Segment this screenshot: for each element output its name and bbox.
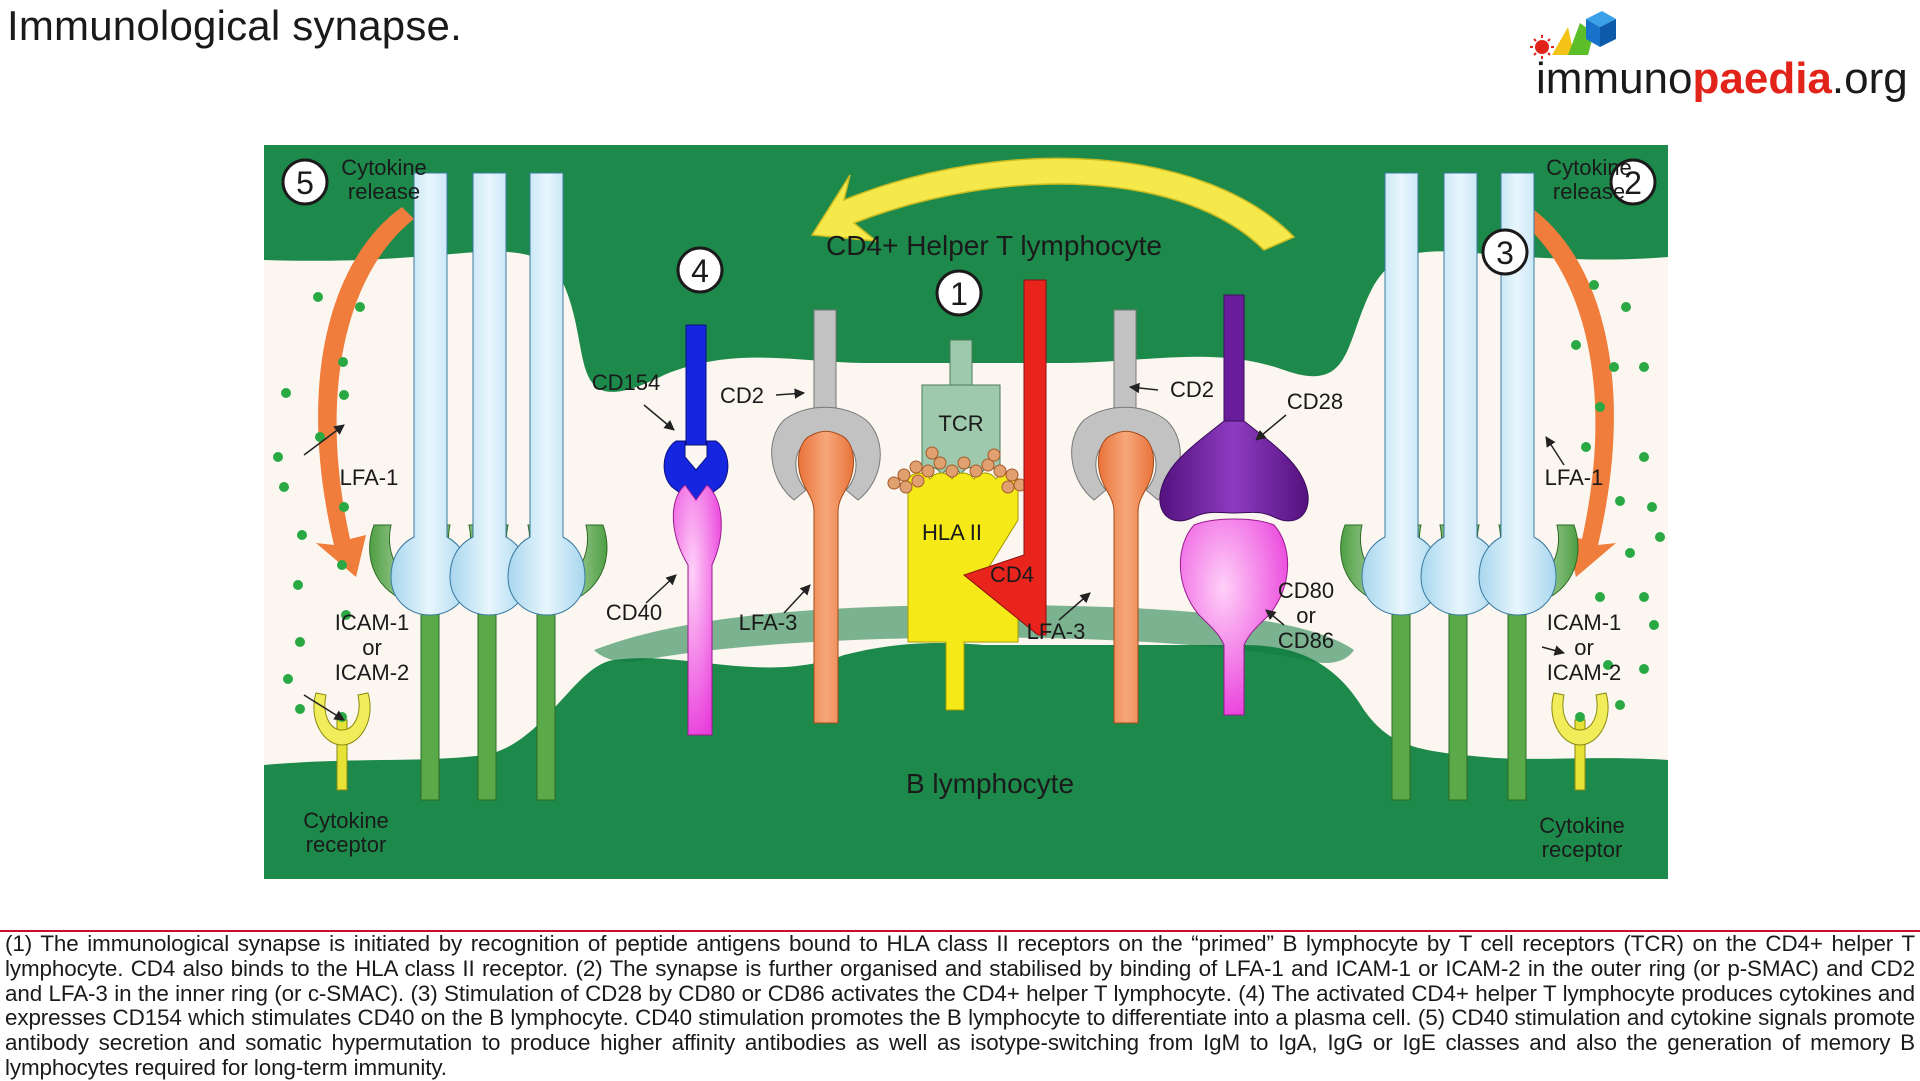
step-4-badge xyxy=(676,246,724,294)
immunopaedia-logo[interactable]: immunopaedia.org xyxy=(1510,5,1910,105)
cd40-label: CD40 xyxy=(606,600,662,625)
tcr-label: TCR xyxy=(938,411,983,436)
step-badges xyxy=(281,158,1657,317)
cytokine-release-left-label: Cytokine xyxy=(341,155,427,180)
lfa1-right xyxy=(1361,172,1557,616)
icam-left-or: or xyxy=(362,635,382,660)
logo-cubes-icon xyxy=(1530,11,1616,59)
step-3-badge xyxy=(1481,228,1529,276)
activation-arrow xyxy=(810,157,1296,251)
step-4-number: 4 xyxy=(691,253,709,289)
cytokine-arrow-right xyxy=(1518,207,1616,577)
b-cell-label: B lymphocyte xyxy=(906,768,1074,799)
cytokine-receptor-right xyxy=(1551,692,1609,791)
icam-right-or: or xyxy=(1574,635,1594,660)
step-1-number: 1 xyxy=(950,276,968,312)
t-cell-label: CD4+ Helper T lymphocyte xyxy=(826,230,1162,261)
caption-divider xyxy=(0,930,1920,932)
label-pointers xyxy=(303,382,1566,721)
cd154-label: CD154 xyxy=(592,370,660,395)
cd4-label: CD4 xyxy=(990,562,1034,587)
cytokine-receptor-right-label-2: receptor xyxy=(1542,837,1623,862)
peptide-antigens xyxy=(887,446,1027,494)
icam-left-label-2: ICAM-2 xyxy=(335,660,410,685)
caption-text: (1) The immunological synapse is initiat… xyxy=(5,931,1915,1080)
cd2-lfa3-left xyxy=(771,309,881,724)
icam-right-label: ICAM-1 xyxy=(1547,610,1622,635)
step-2-badge xyxy=(1609,158,1657,206)
cd154-molecule xyxy=(663,324,729,506)
cd80-or-label: or xyxy=(1296,603,1316,628)
step-5-badge xyxy=(281,158,329,206)
cytokine-release-right-label: Cytokine xyxy=(1546,155,1632,180)
synapse-diagram: 5 2 3 4 1 CD4+ Helper T lymphocyte B lym… xyxy=(264,145,1668,879)
lfa1-left xyxy=(390,172,586,616)
cd28-label: CD28 xyxy=(1287,389,1343,414)
lfa1-right-label: LFA-1 xyxy=(1545,465,1604,490)
step-3-number: 3 xyxy=(1496,235,1514,271)
cd80-label: CD80 xyxy=(1278,578,1334,603)
cd80-cd86-molecule xyxy=(1179,518,1289,716)
cd2-right-label: CD2 xyxy=(1170,377,1214,402)
cytokine-release-right-label-2: release xyxy=(1553,179,1625,204)
cytokine-receptor-left-label-2: receptor xyxy=(306,832,387,857)
step-1-badge xyxy=(935,269,983,317)
cd40-molecule xyxy=(672,484,722,736)
step-2-number: 2 xyxy=(1624,165,1642,201)
hla-label: HLA II xyxy=(922,520,982,545)
cd86-label: CD86 xyxy=(1278,628,1334,653)
logo-wordmark: immunopaedia.org xyxy=(1536,54,1908,103)
page-title: Immunological synapse. xyxy=(7,2,462,49)
cytokine-receptor-left-label: Cytokine xyxy=(303,808,389,833)
cytokine-arrow-left xyxy=(316,207,414,577)
cd2-left-label: CD2 xyxy=(720,383,764,408)
cytokine-receptor-right-label: Cytokine xyxy=(1539,813,1625,838)
cd4-molecule xyxy=(962,279,1047,636)
icam-right-label-2: ICAM-2 xyxy=(1547,660,1622,685)
lfa1-left-label: LFA-1 xyxy=(340,465,399,490)
cd28-molecule xyxy=(1159,294,1309,522)
icam-left-label: ICAM-1 xyxy=(335,610,410,635)
logo-spark-icon xyxy=(1530,35,1554,59)
step-5-number: 5 xyxy=(296,165,314,201)
cytokine-release-left-label-2: release xyxy=(348,179,420,204)
lfa3-right-label: LFA-3 xyxy=(1027,619,1086,644)
lfa3-left-label: LFA-3 xyxy=(739,610,798,635)
